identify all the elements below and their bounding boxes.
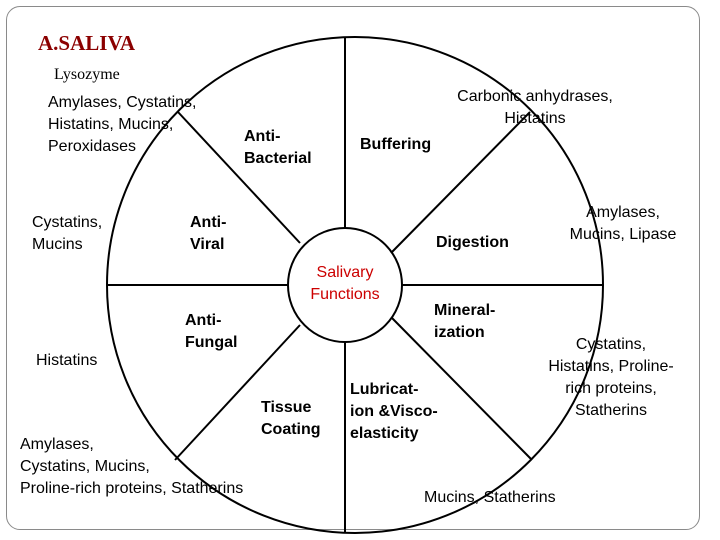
component-digestion: Amylases, Mucins, Lipase: [569, 204, 677, 243]
slide-title: A.SALIVA: [38, 31, 136, 55]
sector-tissue-coating: Tissue Coating: [261, 399, 321, 438]
spoke-bottom-left: [174, 324, 301, 461]
sector-anti-bacterial: Anti- Bacterial: [244, 128, 312, 167]
component-anti-viral: Cystatins, Mucins: [32, 214, 103, 253]
sector-anti-viral: Anti- Viral: [190, 214, 227, 253]
component-lysozyme: Lysozyme: [54, 66, 120, 83]
sector-lubrication: Lubricat- ion &Visco- elasticity: [350, 381, 438, 442]
spoke-top-left: [177, 111, 301, 244]
spoke-top-right: [390, 111, 531, 254]
component-anti-bacterial: Amylases, Cystatins, Histatins, Mucins, …: [48, 94, 197, 155]
sector-buffering: Buffering: [360, 136, 432, 153]
center-label: Salivary Functions: [310, 264, 380, 303]
slide-frame: [6, 6, 700, 530]
component-lubrication: Mucins, Statherins: [424, 489, 556, 506]
spoke-bottom-right: [391, 317, 533, 461]
component-buffering: Carbonic anhydrases, Histatins: [457, 88, 613, 127]
sector-mineralization: Mineral- ization: [434, 302, 496, 341]
component-tissue-coating: Amylases, Cystatins, Mucins, Proline-ric…: [20, 436, 244, 497]
component-anti-fungal: Histatins: [36, 352, 98, 369]
sector-anti-fungal: Anti- Fungal: [185, 312, 238, 351]
sector-digestion: Digestion: [436, 234, 509, 251]
component-mineralization: Cystatins, Histatins, Proline- rich prot…: [548, 336, 674, 419]
